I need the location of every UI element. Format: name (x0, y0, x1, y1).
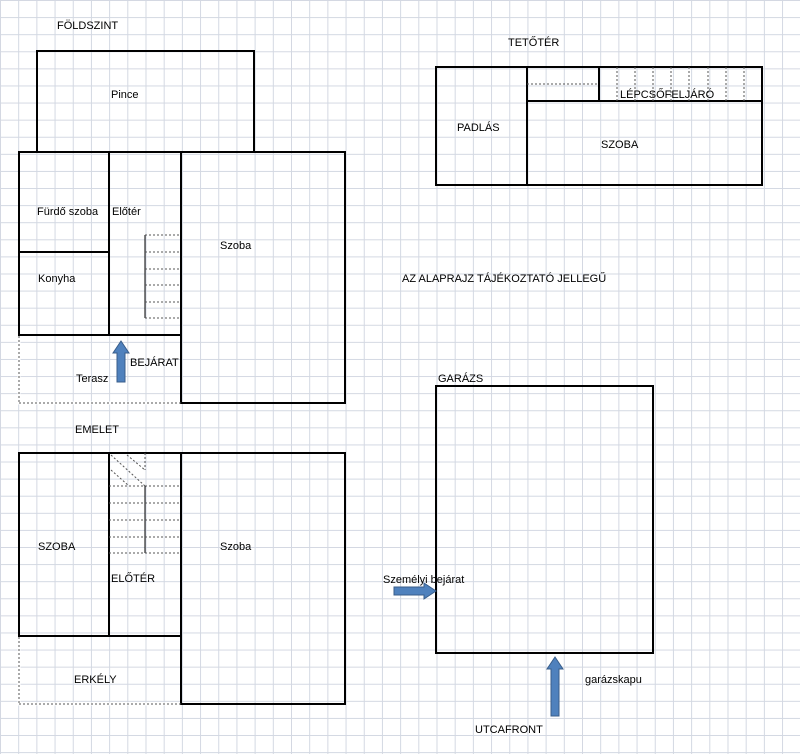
upper-floor-heading: EMELET (75, 424, 119, 436)
bathroom-label: Fürdő szoba (37, 206, 99, 218)
cellar-room (36, 50, 255, 153)
attic-room-label: SZOBA (601, 139, 639, 151)
upper-stairs (109, 453, 181, 554)
attic-stairs (527, 67, 745, 101)
upper-room-right-label: Szoba (220, 541, 252, 553)
terrace-label: Terasz (76, 373, 108, 385)
ground-floor-plan: Pince Fürdő szoba Előtér Szoba Konyha Te… (17, 50, 346, 405)
stairway-label: LÉPCSŐFELJÁRÓ (620, 87, 715, 101)
gate-arrow-icon (546, 656, 564, 717)
entrance-label: BEJÁRAT (130, 356, 179, 369)
side-entrance-arrow-icon (393, 582, 437, 600)
upper-floor-plan: SZOBA ELŐTÉR Szoba ERKÉLY (17, 452, 346, 706)
hallway-label: Előtér (112, 206, 141, 218)
attic-plan: PADLÁS LÉPCSŐFELJÁRÓ SZOBA (435, 66, 763, 186)
loft-label: PADLÁS (457, 121, 500, 134)
ground-floor-heading: FÖLDSZINT (57, 20, 118, 32)
gate-label: garázskapu (585, 674, 642, 686)
kitchen-label: Konyha (38, 273, 76, 285)
entrance-arrow-icon (112, 340, 130, 383)
room-label: Szoba (220, 240, 252, 252)
ground-stairs (144, 234, 181, 319)
street-front-label: UTCAFRONT (475, 724, 543, 736)
garage-heading: GARÁZS (438, 372, 483, 385)
attic-heading: TETŐTÉR (508, 35, 559, 49)
disclaimer-note: AZ ALAPRAJZ TÁJÉKOZTATÓ JELLEGŰ (402, 271, 606, 285)
side-entrance-label: Személyi bejárat (383, 574, 464, 586)
upper-room-left-label: SZOBA (38, 541, 76, 553)
garage-plan: Személyi bejárat garázskapu UTCAFRONT (383, 385, 654, 736)
garage-outline (435, 385, 654, 654)
cellar-label: Pince (111, 89, 139, 101)
upper-hallway-label: ELŐTÉR (111, 571, 155, 585)
balcony-label: ERKÉLY (74, 673, 117, 686)
